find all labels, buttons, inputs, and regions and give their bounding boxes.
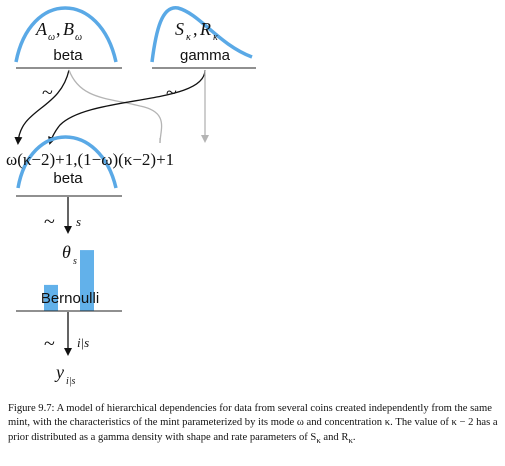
caption-text: A model of hierarchical dependencies for… [8,403,498,443]
top-right-gamma-distribution: S κ , R κ gamma [150,6,256,69]
caption-lead: Figure 9.7: [8,403,55,414]
theta-subscript: s [73,256,77,267]
theta-arrow-index: s [76,214,81,229]
tilde-right-label: ~ [166,82,177,104]
top-left-param-b: B [63,19,74,39]
bernoulli-bar-1 [80,250,94,311]
top-right-separator: , [193,19,198,39]
top-right-param-b-sub: κ [213,32,218,43]
tilde-left-label: ~ [42,82,53,104]
top-right-dist-name: gamma [180,47,231,64]
y-arrow-index: i|s [77,335,89,350]
beta-params-expression: ω(κ−2)+1,(1−ω)(κ−2)+1 [6,150,174,169]
caption-end: . [352,431,356,443]
caption-sub-1: κ [316,434,321,445]
top-left-param-a-sub: ω [48,32,55,43]
bernoulli-bar-0 [44,284,58,311]
bernoulli-bars [44,250,94,311]
top-left-beta-curve [14,6,118,63]
top-left-separator: , [56,19,61,39]
caption-sub-2: κ [348,434,353,445]
top-left-param-a: A [35,19,48,39]
y-subscript: i|s [66,376,76,387]
theta-arrow-tilde: ~ [44,211,55,233]
y-arrow-tilde: ~ [44,333,55,355]
bernoulli-name: Bernoulli [41,290,99,307]
top-right-gamma-curve [150,6,253,63]
arrow-beta-to-one-minus-omega [68,69,163,144]
arrow-beta-to-omega [14,69,70,145]
top-right-param-a-sub: κ [186,32,191,43]
middle-dist-name: beta [53,170,83,187]
theta-symbol: θ [62,242,71,262]
middle-beta-curve [16,135,118,189]
top-left-dist-name: beta [53,47,83,64]
top-right-param-b: R [199,19,211,39]
figure-caption: Figure 9.7: A model of hierarchical depe… [8,402,498,447]
top-left-param-b-sub: ω [75,32,82,43]
bernoulli-distribution: Bernoulli [16,250,122,312]
arrow-gamma-to-first-kappa [48,69,206,145]
top-left-beta-distribution: A ω , B ω beta [14,6,122,69]
y-symbol: y [54,362,64,382]
middle-beta-distribution: ω(κ−2)+1,(1−ω)(κ−2)+1 beta [6,135,174,197]
hierarchical-model-diagram: A ω , B ω beta S κ , R κ gamma ~ ~ [6,6,256,387]
caption-joiner: and R [320,431,349,443]
top-right-param-a: S [175,19,184,39]
